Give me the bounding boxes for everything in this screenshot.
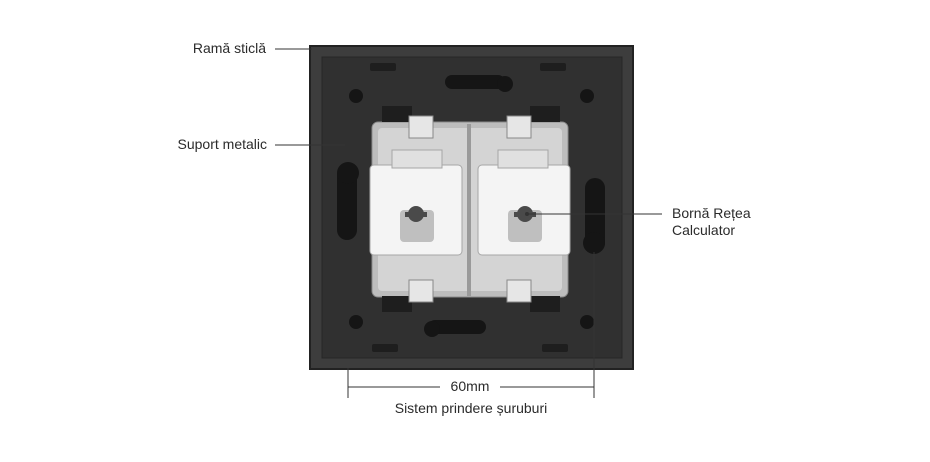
notch [540, 63, 566, 71]
clip [506, 115, 532, 139]
side-slot-right [583, 178, 605, 254]
side-slot-left [337, 162, 359, 240]
label-screw-system: Sistem prindere șuruburi [394, 400, 548, 416]
clip [408, 115, 434, 139]
network-connector-left [369, 149, 463, 256]
label-network-socket-2: Calculator [672, 222, 736, 238]
corner-hole [349, 315, 363, 329]
clip [382, 106, 412, 122]
corner-hole [349, 89, 363, 103]
corner-hole [580, 89, 594, 103]
slot-top [445, 75, 513, 92]
notch [542, 344, 568, 352]
label-network-socket-1: Bornă Rețea [672, 205, 751, 221]
notch [370, 63, 396, 71]
notch [372, 344, 398, 352]
label-metal-support: Suport metalic [177, 136, 267, 152]
label-dimension: 60mm [450, 378, 490, 394]
slot-bottom [424, 320, 486, 337]
clip [530, 296, 560, 312]
clip [408, 279, 434, 303]
clip [530, 106, 560, 122]
label-glass-frame: Ramă sticlă [192, 40, 266, 56]
clip [382, 296, 412, 312]
leader-dot [525, 212, 529, 216]
clip [506, 279, 532, 303]
network-connector-right [477, 149, 571, 256]
corner-hole [580, 315, 594, 329]
